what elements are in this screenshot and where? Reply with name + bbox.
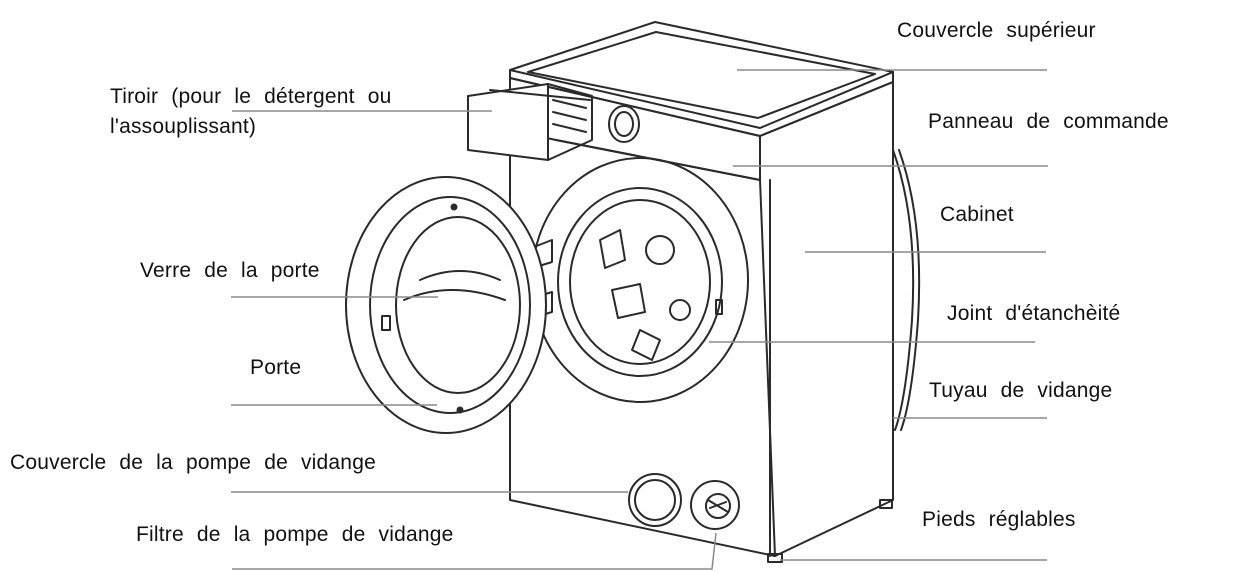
label-drawer-line1: Tiroir (pour le détergent ou (110, 82, 391, 112)
label-feet: Pieds réglables (922, 505, 1076, 535)
label-pump-cover: Couvercle de la pompe de vidange (10, 448, 376, 478)
label-drawer-line2: l'assouplissant) (110, 112, 391, 142)
porthole-outer (532, 158, 748, 402)
label-door-glass: Verre de la porte (140, 256, 320, 286)
label-cabinet: Cabinet (940, 200, 1014, 230)
label-door: Porte (250, 353, 301, 383)
label-drain-hose: Tuyau de vidange (929, 376, 1112, 406)
label-drawer: Tiroir (pour le détergent ou l'assouplis… (110, 82, 391, 142)
label-control-panel: Panneau de commande (928, 107, 1169, 137)
label-top-cover: Couvercle supérieur (897, 16, 1096, 46)
label-pump-filter: Filtre de la pompe de vidange (136, 520, 453, 550)
door-shape (346, 177, 546, 433)
door-seal-shape (558, 188, 722, 376)
top-cover-shape (510, 22, 893, 128)
label-seal: Joint d'étanchèité (947, 299, 1120, 329)
cabinet-side-shape (760, 82, 893, 556)
pump-cover-shape (629, 474, 681, 526)
